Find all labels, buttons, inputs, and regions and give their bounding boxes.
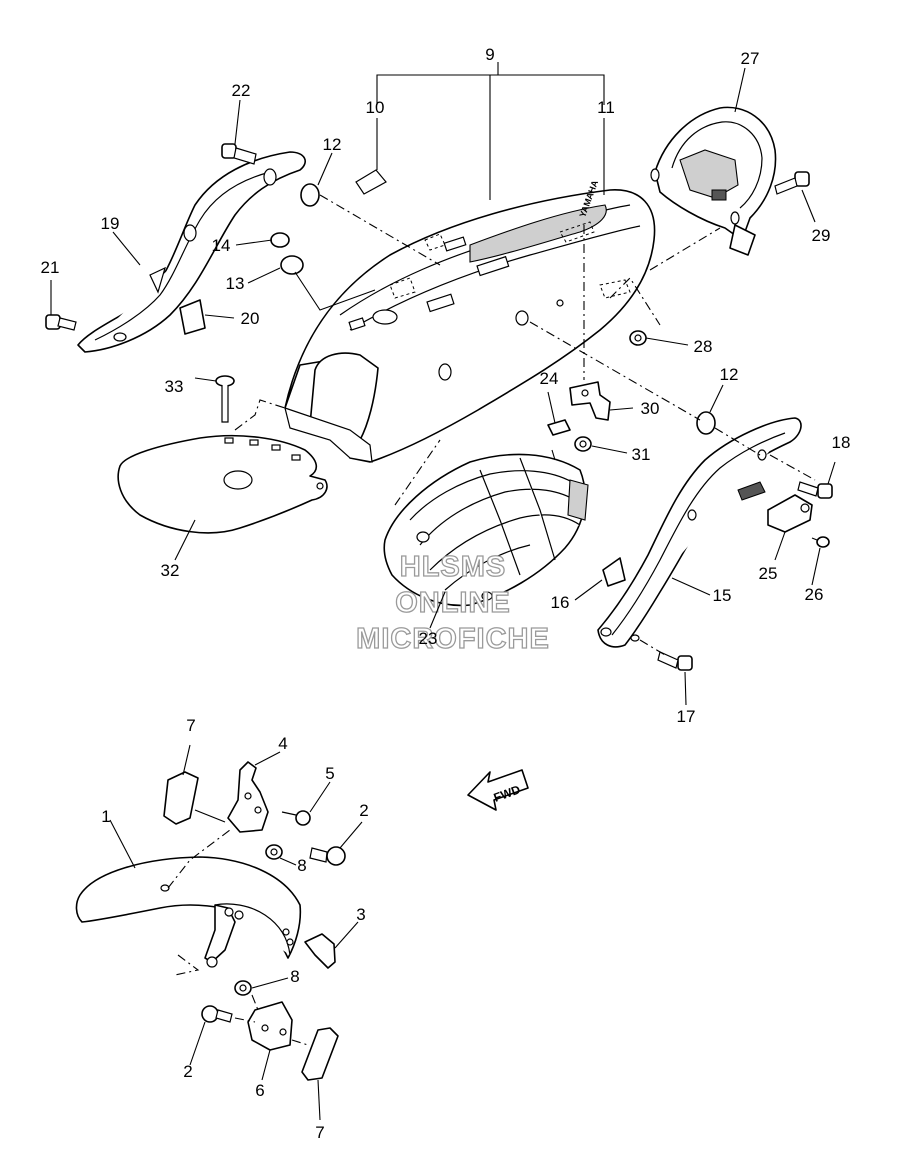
- callout-22: 22: [232, 81, 251, 100]
- callout-19: 19: [101, 214, 120, 233]
- grommet-12-right: [696, 411, 716, 435]
- screw-26: [811, 536, 830, 548]
- collar-14: [270, 232, 290, 248]
- callout-1: 1: [101, 807, 110, 826]
- mud-flap: [117, 434, 328, 534]
- watermark-line-1: HLSMS: [400, 551, 507, 583]
- callout-8-upper: 8: [297, 856, 306, 875]
- callout-29: 29: [812, 226, 831, 245]
- callout-7-lower: 7: [315, 1123, 324, 1142]
- callout-17: 17: [677, 707, 696, 726]
- callout-2-upper: 2: [359, 801, 368, 820]
- callout-7-upper: 7: [186, 716, 195, 735]
- fwd-arrow: FWD: [467, 769, 529, 811]
- callout-6: 6: [255, 1081, 264, 1100]
- bracket-6: [247, 1001, 293, 1051]
- watermark-line-3: MICROFICHE: [356, 623, 550, 655]
- screw-31: [574, 436, 592, 452]
- nut-24: [547, 419, 571, 436]
- callout-2-lower: 2: [183, 1062, 192, 1081]
- bolt-18: [797, 481, 833, 499]
- bracket-30: [569, 381, 611, 421]
- callout-21: 21: [41, 258, 60, 277]
- label-sticker-11: [559, 221, 595, 243]
- callout-3: 3: [356, 905, 365, 924]
- pad-7-lower: [301, 1027, 339, 1081]
- callout-10: 10: [366, 98, 385, 117]
- pad-7-upper: [163, 771, 199, 825]
- callout-4: 4: [278, 734, 287, 753]
- callout-31: 31: [632, 445, 651, 464]
- grommet-12-left: [300, 183, 320, 207]
- nut-28: [629, 330, 647, 346]
- callout-8-lower: 8: [290, 967, 299, 986]
- grommet-13: [280, 255, 304, 275]
- front-fender: [75, 856, 302, 968]
- callout-30: 30: [641, 399, 660, 418]
- callout-33: 33: [165, 377, 184, 396]
- bolt-29: [774, 171, 810, 195]
- callout-25: 25: [759, 564, 778, 583]
- nut-8-lower: [234, 980, 252, 996]
- callout-15: 15: [713, 586, 732, 605]
- callout-12-left: 12: [323, 135, 342, 154]
- bolt-2-lower: [201, 1005, 233, 1023]
- callout-27: 27: [741, 49, 760, 68]
- callout-23: 23: [419, 629, 438, 648]
- label-sticker-10: [355, 169, 387, 195]
- callout-9: 9: [485, 45, 494, 64]
- screw-33: [215, 375, 235, 423]
- bolt-17: [657, 651, 693, 671]
- pad-20: [179, 299, 206, 335]
- bolt-21: [45, 314, 77, 331]
- callout-16: 16: [551, 593, 570, 612]
- bolt-22: [221, 143, 257, 165]
- tail-light: [650, 106, 777, 256]
- nut-8-upper: [265, 844, 283, 860]
- pad-16: [602, 557, 626, 587]
- bracket-4: [227, 761, 269, 833]
- callout-32: 32: [161, 561, 180, 580]
- reflector-bracket-25: [737, 481, 813, 533]
- callout-26: 26: [805, 585, 824, 604]
- callout-20: 20: [241, 309, 260, 328]
- callout-12-right: 12: [720, 365, 739, 384]
- inner-fender: [383, 453, 589, 607]
- screw-5: [281, 810, 311, 826]
- callout-5: 5: [325, 764, 334, 783]
- bolt-2-upper: [309, 846, 346, 866]
- reflector-3: [304, 933, 336, 969]
- callout-28: 28: [694, 337, 713, 356]
- callout-13: 13: [226, 274, 245, 293]
- callout-11: 11: [597, 98, 615, 117]
- callout-18: 18: [832, 433, 851, 452]
- right-fender-rail: [597, 417, 802, 648]
- watermark-line-2: ONLINE: [395, 587, 511, 619]
- left-fender-rail: [77, 151, 306, 353]
- watermark: HLSMS ONLINE MICROFICHE: [356, 550, 550, 655]
- callout-24: 24: [540, 369, 559, 388]
- callout-14: 14: [212, 236, 231, 255]
- rear-fender: YAMAHA: [284, 178, 656, 463]
